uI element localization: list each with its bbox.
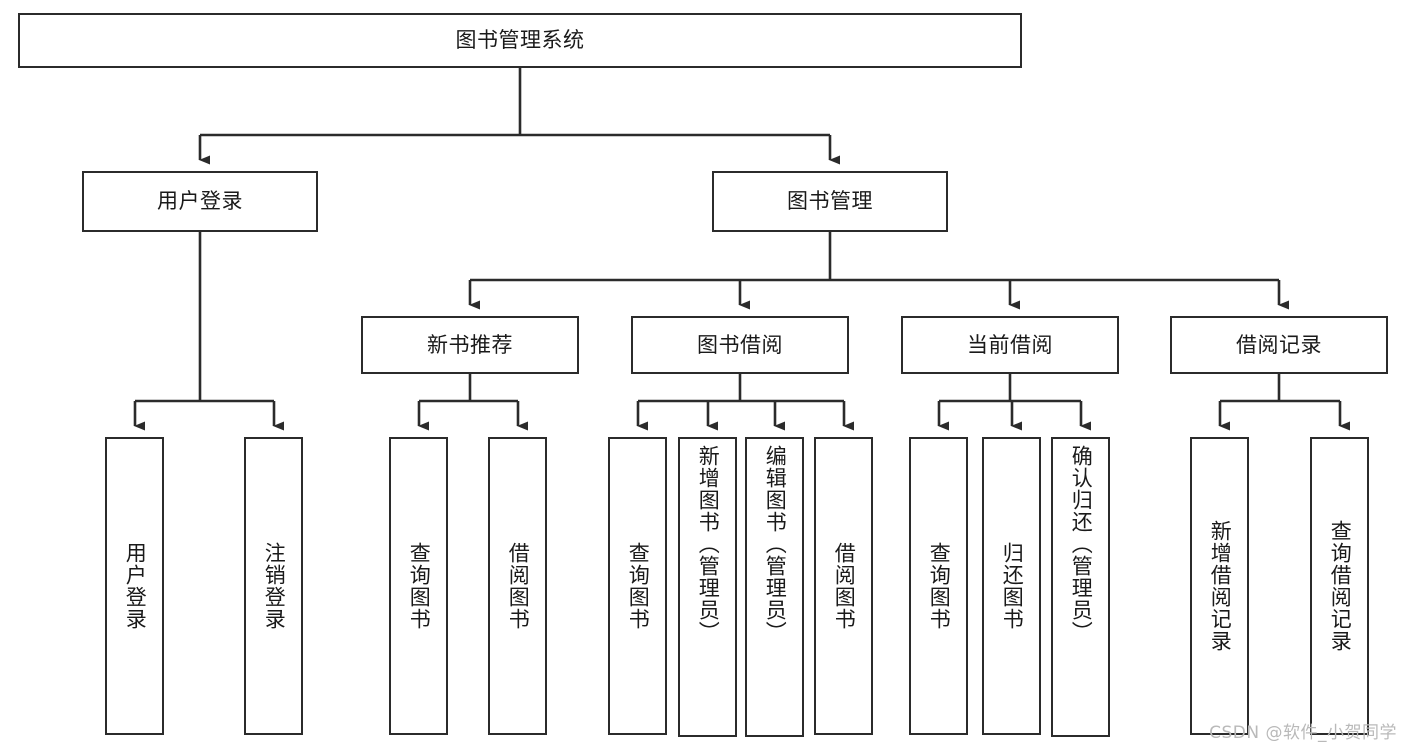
node-l-addrec[interactable]: 新增借阅记录 [1190, 437, 1249, 735]
node-l-login[interactable]: 用户登录 [105, 437, 164, 735]
node-label: 新书推荐 [427, 332, 513, 357]
node-label: 新增借阅记录 [1208, 520, 1233, 652]
node-label: 借阅图书 [506, 542, 531, 630]
node-root[interactable]: 图书管理系统 [18, 13, 1022, 68]
node-current[interactable]: 当前借阅 [901, 316, 1119, 374]
node-label: 图书借阅 [697, 332, 783, 357]
node-label: 用户登录 [123, 542, 148, 630]
node-label: 查询图书 [407, 542, 432, 630]
node-l-b1[interactable]: 借阅图书 [488, 437, 547, 735]
node-label: 当前借阅 [967, 332, 1053, 357]
node-borrow[interactable]: 图书借阅 [631, 316, 849, 374]
node-label: 图书管理 [787, 189, 873, 214]
node-l-edit[interactable]: 编辑图书（管理员） [745, 437, 804, 737]
node-l-logout[interactable]: 注销登录 [244, 437, 303, 735]
node-newbook[interactable]: 新书推荐 [361, 316, 579, 374]
node-l-q2[interactable]: 查询图书 [608, 437, 667, 735]
node-bookmgmt[interactable]: 图书管理 [712, 171, 948, 232]
node-login[interactable]: 用户登录 [82, 171, 318, 232]
node-label: 图书管理系统 [455, 28, 585, 53]
node-label: 确认归还（管理员） [1069, 445, 1094, 643]
watermark-label: CSDN @软件_小贺同学 [1209, 723, 1397, 743]
node-l-return[interactable]: 归还图书 [982, 437, 1041, 735]
node-l-add[interactable]: 新增图书（管理员） [678, 437, 737, 737]
node-l-qrec[interactable]: 查询借阅记录 [1310, 437, 1369, 735]
node-l-b2[interactable]: 借阅图书 [814, 437, 873, 735]
node-l-q3[interactable]: 查询图书 [909, 437, 968, 735]
node-label: 注销登录 [262, 542, 287, 630]
node-label: 借阅图书 [832, 542, 857, 630]
node-label: 新增图书（管理员） [696, 445, 721, 643]
node-l-confirm[interactable]: 确认归还（管理员） [1051, 437, 1110, 737]
node-label: 查询借阅记录 [1328, 520, 1353, 652]
node-label: 归还图书 [1000, 542, 1025, 630]
node-label: 查询图书 [927, 542, 952, 630]
node-label: 用户登录 [157, 189, 243, 214]
node-label: 查询图书 [626, 542, 651, 630]
node-label: 借阅记录 [1236, 332, 1322, 357]
node-label: 编辑图书（管理员） [763, 445, 788, 643]
node-records[interactable]: 借阅记录 [1170, 316, 1388, 374]
node-l-q1[interactable]: 查询图书 [389, 437, 448, 735]
